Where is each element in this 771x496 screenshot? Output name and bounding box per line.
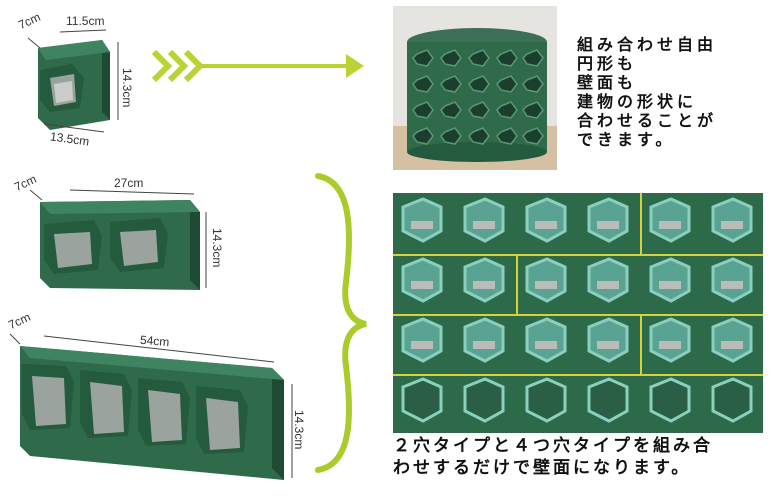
quad-width-label: 54cm — [139, 332, 170, 350]
circular-planter-photo — [393, 6, 557, 170]
quad-planter-figure: 7cm 54cm 14.3cm — [4, 310, 306, 491]
circular-planter-image — [393, 6, 557, 170]
description-line-3: 壁面も — [577, 73, 638, 92]
double-width-label: 27cm — [114, 176, 144, 190]
bottom-caption: ２穴タイプと４つ穴タイプを組み合 わせするだけで壁面になります。 — [393, 436, 769, 480]
description-line-1: 組み合わせ自由 — [577, 35, 718, 54]
quad-planter-image — [9, 333, 293, 480]
wall-planter-image — [393, 193, 763, 433]
double-planter-image — [29, 189, 207, 290]
caption-line-2: わせするだけで壁面になります。 — [393, 458, 692, 478]
description-line-2: 円形も — [577, 54, 638, 73]
description-line-5: 合わせることが — [577, 111, 718, 130]
right-arrow-icon — [151, 49, 364, 83]
wall-planter-photo — [393, 193, 763, 433]
single-planter-image — [27, 29, 119, 133]
caption-line-1: ２穴タイプと４つ穴タイプを組み合 — [393, 436, 713, 456]
single-height-label: 14.3cm — [120, 68, 134, 108]
description-line-4: 建物の形状に — [577, 92, 698, 111]
quad-height-label: 14.3cm — [292, 410, 306, 450]
single-width-label: 11.5cm — [66, 14, 105, 28]
description-text: 組み合わせ自由 円形も 壁面も 建物の形状に 合わせることが できます。 — [577, 36, 767, 156]
description-line-6: できます。 — [577, 130, 676, 149]
double-planter-figure: 7cm 27cm 14.3cm — [10, 172, 230, 306]
curly-brace-icon — [315, 173, 367, 473]
single-planter-figure: 7cm 11.5cm 14.3cm 13.5cm — [10, 8, 160, 149]
double-height-label: 14.3cm — [210, 228, 224, 268]
